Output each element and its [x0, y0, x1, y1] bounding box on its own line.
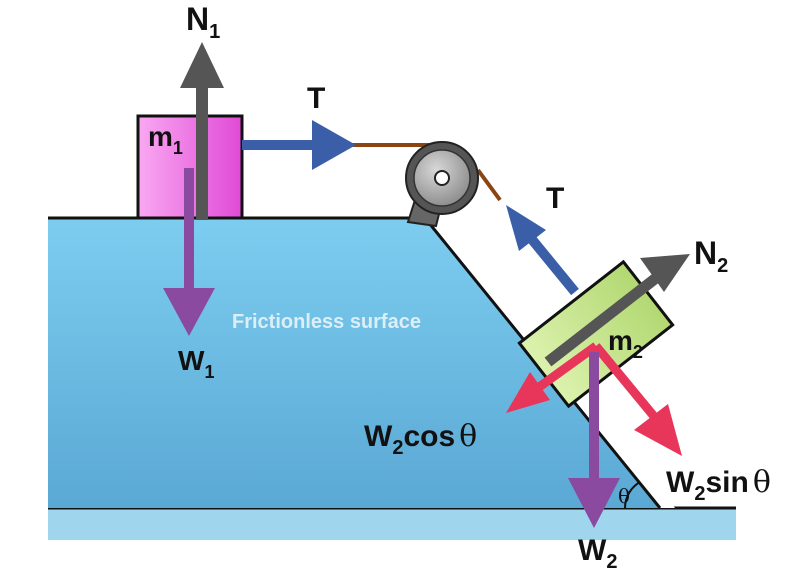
pulley: [405, 141, 479, 228]
w2-label: W2: [578, 534, 617, 573]
t-arrow-top: [242, 120, 356, 170]
n2-label: N2: [694, 235, 728, 277]
n2-arrow: [544, 254, 690, 367]
surface-label: Frictionless surface: [232, 311, 421, 333]
t-arrow-slope: [506, 205, 579, 296]
w1-label: W1: [178, 345, 214, 382]
rope-slope: [476, 168, 502, 202]
w2-arrow: [568, 352, 620, 528]
n1-arrow: [180, 42, 224, 220]
w2cos-arrow: [506, 342, 599, 413]
t-slope-label: T: [546, 182, 564, 215]
angle-label: θ: [618, 484, 630, 508]
w2sin-arrow: [592, 343, 682, 456]
n1-label: N1: [186, 1, 220, 43]
m2-label: m2: [608, 325, 643, 362]
m1-label: m1: [148, 121, 183, 158]
angle-arc: [623, 481, 641, 509]
t-top-label: T: [307, 82, 325, 115]
ground-strip: [48, 508, 736, 540]
w1-arrow: [163, 168, 215, 336]
